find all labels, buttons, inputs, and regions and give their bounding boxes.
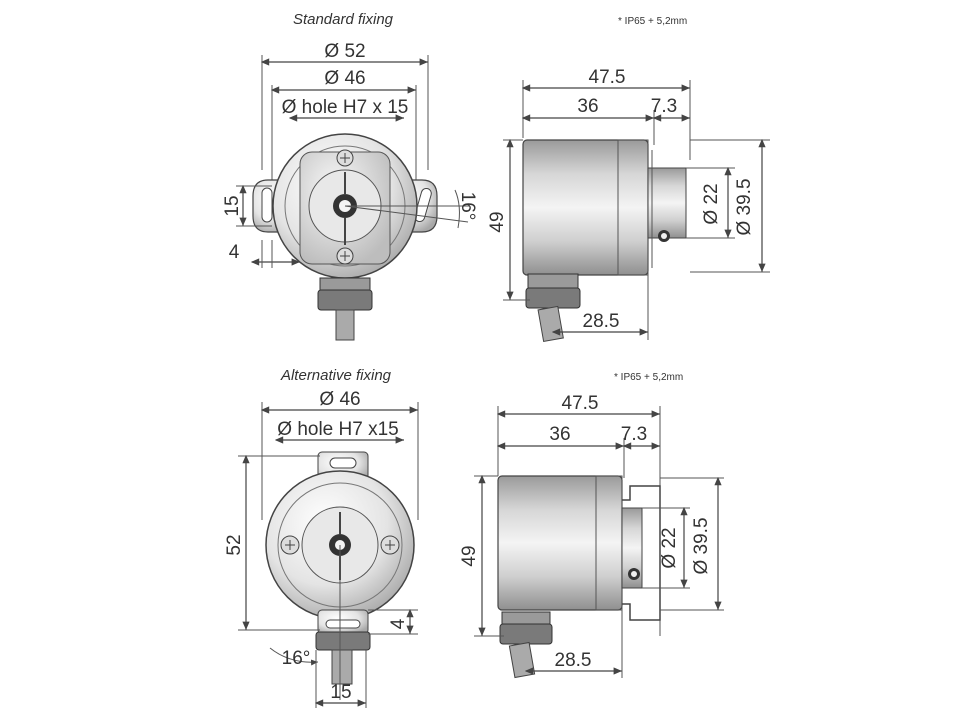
std-side-d475: 47.5	[589, 67, 626, 88]
std-front-dim15: 15	[222, 195, 243, 216]
alternative-front-view: Ø 46 Ø hole H7 x15 52 4	[224, 389, 419, 708]
std-side-d22: Ø 22	[701, 183, 722, 224]
std-front-d52: Ø 52	[324, 41, 365, 62]
alt-side-d49: 49	[459, 545, 480, 566]
alt-front-dim15: 15	[330, 682, 351, 703]
std-front-angle: 16°	[457, 192, 478, 221]
alt-front-d46: Ø 46	[319, 389, 360, 410]
std-side-d36: 36	[577, 96, 598, 117]
std-front-hole: Ø hole H7 x 15	[282, 97, 409, 118]
std-side-d49: 49	[487, 211, 508, 232]
standard-ip-note: * IP65 + 5,2mm	[618, 16, 687, 27]
alt-front-angle: 16°	[282, 648, 311, 669]
standard-title: Standard fixing	[293, 11, 394, 28]
std-front-dim4: 4	[229, 242, 240, 263]
alt-side-d22: Ø 22	[659, 527, 680, 568]
alt-front-dim4: 4	[388, 618, 409, 629]
alt-side-d36: 36	[549, 424, 570, 445]
alternative-title: Alternative fixing	[280, 367, 392, 384]
alt-side-d475: 47.5	[562, 393, 599, 414]
std-side-d285: 28.5	[583, 311, 620, 332]
alt-side-d395: Ø 39.5	[691, 517, 712, 574]
alt-front-dim52: 52	[224, 534, 245, 555]
std-side-d73: 7.3	[651, 96, 677, 117]
alternative-side-view: 47.5 36 7.3 49 Ø 22 Ø 39.5	[459, 393, 724, 679]
alternative-ip-note: * IP65 + 5,2mm	[614, 372, 683, 383]
std-side-d395: Ø 39.5	[734, 178, 755, 235]
alt-front-hole: Ø hole H7 x15	[277, 419, 398, 440]
standard-side-view: 47.5 36 7.3 49 Ø 22 Ø 39.5	[487, 67, 770, 343]
std-front-d46: Ø 46	[324, 68, 365, 89]
standard-front-view: Ø 52 Ø 46 Ø hole H7 x 15	[222, 41, 478, 341]
alt-side-d285: 28.5	[555, 650, 592, 671]
alt-side-d73: 7.3	[621, 424, 647, 445]
